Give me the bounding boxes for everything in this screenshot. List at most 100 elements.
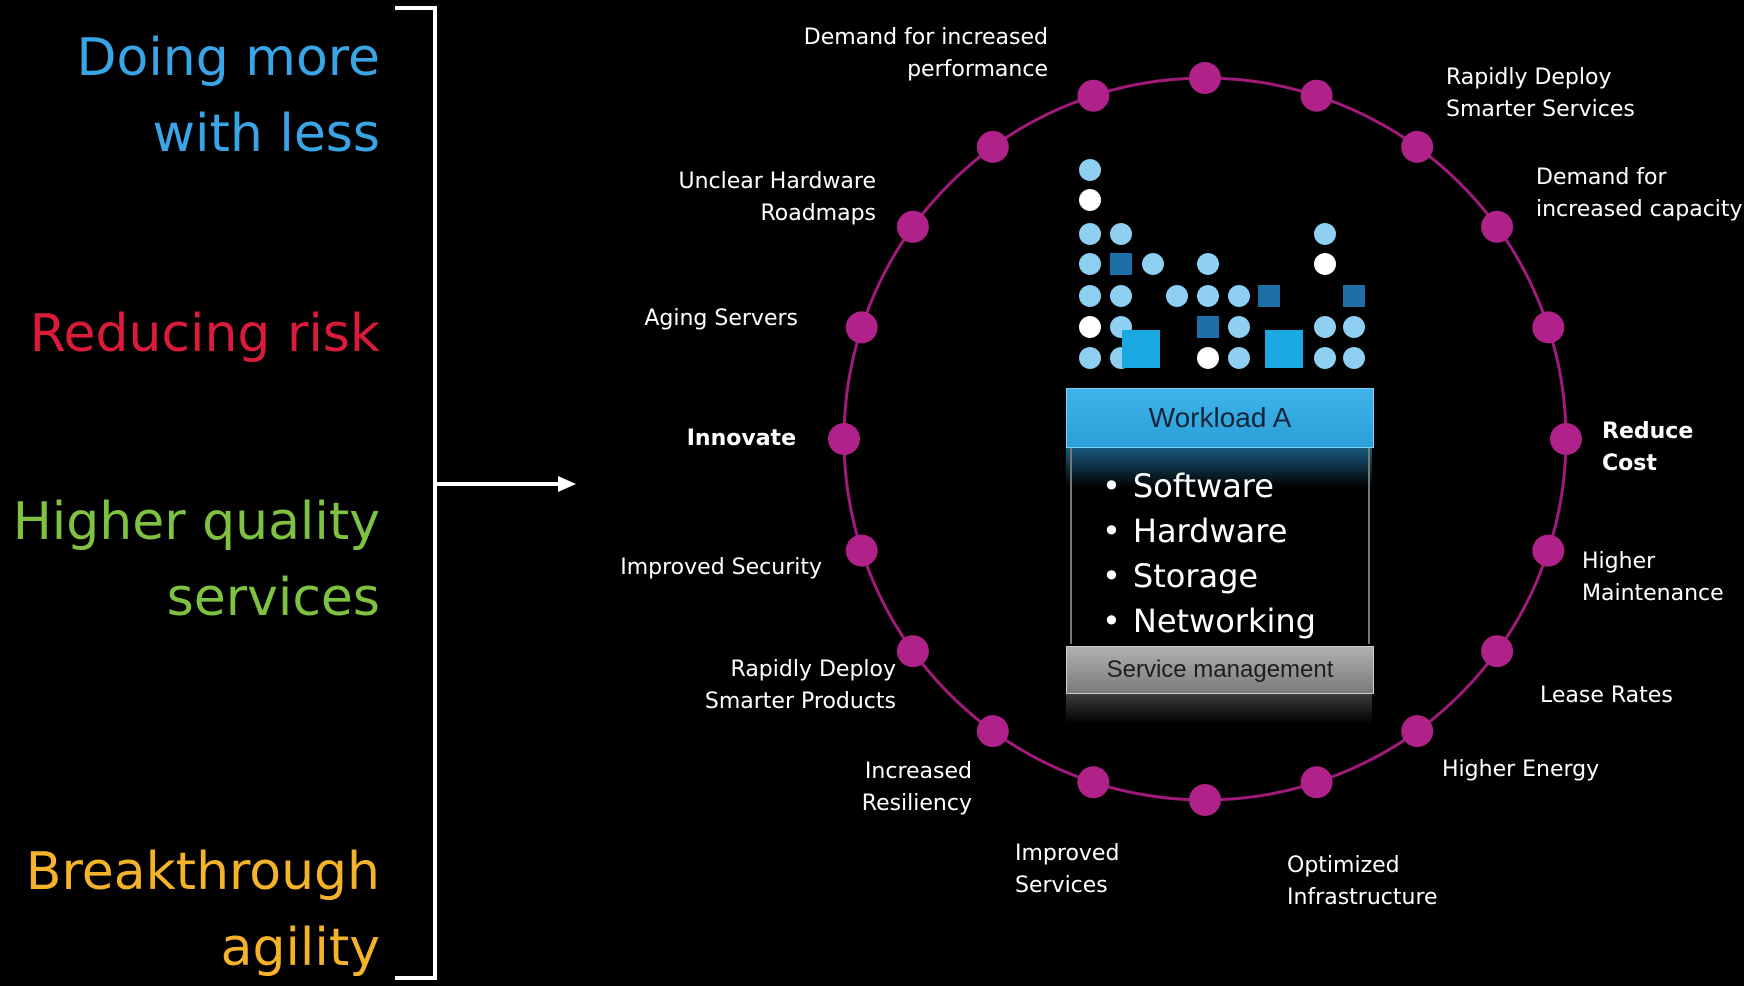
grid-dot-icon (1314, 253, 1336, 275)
grid-dot-icon (1166, 285, 1188, 307)
grid-dot-icon (1197, 253, 1219, 275)
label-improved-services: Improved Services (1015, 838, 1119, 902)
ring-node (1550, 423, 1582, 455)
label-aging-servers: Aging Servers (600, 303, 798, 335)
workload-footer: Service management (1066, 646, 1374, 694)
ring-node (1077, 766, 1110, 799)
grid-dot-icon (1079, 347, 1101, 369)
label-demand-performance-line1: Demand for increased (803, 25, 1048, 50)
label-higher-energy-line1: Higher Energy (1442, 757, 1600, 782)
workload-footer-reflection (1066, 694, 1372, 724)
ring-node (896, 635, 929, 668)
grid-square-icon (1258, 285, 1280, 307)
ring-node (896, 210, 929, 243)
grid-square-icon (1110, 253, 1132, 275)
grid-dot-icon (1110, 285, 1132, 307)
label-unclear-roadmaps: Unclear Hardware Roadmaps (640, 166, 876, 230)
label-optimized-infrastructure: Optimized Infrastructure (1287, 850, 1438, 914)
label-lease-rates-line1: Lease Rates (1540, 683, 1673, 708)
theme-doing-more-line1: Doing more (76, 28, 381, 88)
ring-node (976, 130, 1009, 163)
grid-dot-icon (1314, 223, 1336, 245)
theme-reducing-risk-line1: Reducing risk (29, 304, 380, 364)
label-reduce-cost-text1: Reduce (1602, 419, 1694, 444)
bracket-line (395, 6, 437, 980)
workload-icon-grid (1079, 159, 1365, 369)
grid-large-square-icon (1122, 330, 1160, 368)
grid-dot-icon (1079, 223, 1101, 245)
grid-dot-icon (1142, 253, 1164, 275)
ring-node (1401, 130, 1434, 163)
label-increased-resiliency: Increased Resiliency (830, 756, 972, 820)
theme-higher-quality: Higher quality services (0, 484, 380, 636)
grid-dot-icon (1079, 189, 1101, 211)
grid-dot-icon (1314, 316, 1336, 338)
workload-item-networking: Networking (1102, 599, 1316, 644)
ring-node (1532, 534, 1565, 567)
label-innovate-line1: Innovate (620, 423, 796, 455)
workload-title: Workload A (1066, 388, 1374, 448)
ring-node (1532, 311, 1565, 344)
theme-higher-quality-line2: services (166, 568, 380, 628)
label-improved-services-line1: Improved (1015, 841, 1120, 866)
label-higher-maintenance-line2: Maintenance (1582, 581, 1724, 606)
label-improved-security-line1: Improved Security (620, 555, 822, 580)
label-higher-energy: Higher Energy (1442, 754, 1599, 786)
label-aging-servers-line1: Aging Servers (644, 306, 798, 331)
label-rapidly-deploy-services-line1: Rapidly Deploy (1446, 65, 1612, 90)
label-rapidly-deploy-services-line2: Smarter Services (1446, 97, 1635, 122)
label-demand-capacity-line2: increased capacity (1536, 197, 1743, 222)
ring-node (1300, 766, 1333, 799)
theme-breakthrough-line2: agility (220, 918, 380, 978)
themes-column: Doing more with less Reducing risk Highe… (0, 0, 380, 984)
label-demand-capacity-line1: Demand for (1536, 165, 1667, 190)
workload-item-storage: Storage (1102, 554, 1316, 599)
ring-node (828, 423, 860, 455)
theme-higher-quality-line1: Higher quality (12, 492, 380, 552)
label-innovate-text: Innovate (686, 426, 796, 451)
label-demand-capacity: Demand for increased capacity (1536, 162, 1743, 226)
workload-item-software: Software (1102, 464, 1316, 509)
label-improved-services-line2: Services (1015, 873, 1108, 898)
grid-dot-icon (1197, 285, 1219, 307)
ring-node (1481, 210, 1514, 243)
workload-body: Software Hardware Storage Networking (1070, 448, 1370, 644)
label-rapidly-deploy-products: Rapidly Deploy Smarter Products (660, 654, 896, 718)
label-demand-performance: Demand for increased performance (760, 22, 1048, 86)
grid-square-icon (1343, 285, 1365, 307)
label-improved-security: Improved Security (600, 552, 822, 584)
grid-dot-icon (1110, 223, 1132, 245)
label-lease-rates: Lease Rates (1540, 680, 1673, 712)
grid-square-icon (1197, 316, 1219, 338)
grid-dot-icon (1228, 316, 1250, 338)
label-rapidly-deploy-products-line1: Rapidly Deploy (730, 657, 896, 682)
label-unclear-roadmaps-line2: Roadmaps (760, 201, 876, 226)
theme-doing-more-line2: with less (152, 104, 380, 164)
ring-node (1300, 79, 1333, 112)
grid-dot-icon (1079, 316, 1101, 338)
grid-dot-icon (1197, 347, 1219, 369)
ring-node (1189, 784, 1221, 816)
ring-node (845, 534, 878, 567)
label-rapidly-deploy-services: Rapidly Deploy Smarter Services (1446, 62, 1635, 126)
label-demand-performance-line2: performance (907, 57, 1048, 82)
label-innovate: Innovate (620, 423, 796, 455)
ring-node (1401, 715, 1434, 748)
theme-breakthrough: Breakthrough agility (0, 834, 380, 986)
grid-dot-icon (1079, 285, 1101, 307)
workload-list: Software Hardware Storage Networking (1102, 464, 1316, 644)
arrow-head (558, 476, 576, 492)
ring-node (845, 311, 878, 344)
ring-node (1189, 62, 1221, 94)
grid-dot-icon (1079, 253, 1101, 275)
label-higher-maintenance-line1: Higher (1582, 549, 1656, 574)
label-optimized-infrastructure-line1: Optimized (1287, 853, 1400, 878)
label-reduce-cost-text2: Cost (1602, 451, 1657, 476)
ring-node (1077, 79, 1110, 112)
grid-dot-icon (1314, 347, 1336, 369)
workload-box: Workload A Software Hardware Storage Net… (1066, 388, 1374, 724)
theme-doing-more: Doing more with less (0, 20, 381, 172)
theme-reducing-risk: Reducing risk (0, 296, 380, 372)
ring-nodes (828, 62, 1582, 816)
label-increased-resiliency-line1: Increased (864, 759, 972, 784)
